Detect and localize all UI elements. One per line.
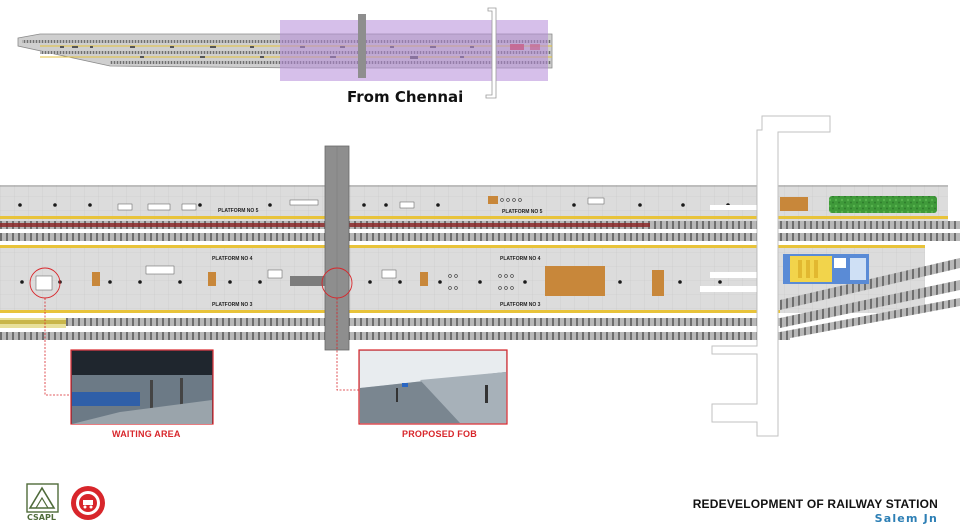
landscape-garden [829,196,937,213]
callout-waiting [29,267,214,425]
platform-label-3a: PLATFORM NO 3 [212,302,253,308]
drawing-title: REDEVELOPMENT OF RAILWAY STATION [692,497,938,511]
waiting-area-title: WAITING AREA [112,429,181,439]
key-plan [17,7,553,99]
key-plan-fob [358,14,366,78]
indian-railways-logo [71,486,105,520]
key-plan-building [485,7,497,99]
company-name: CSAPL [27,513,56,522]
entrance-canopy [711,115,831,437]
waiting-hall-block [545,266,605,296]
station-building [783,254,869,284]
platform-label-4b: PLATFORM NO 4 [500,256,541,262]
platform-columns [18,203,730,284]
callout-fob [321,267,508,425]
station-name: Salem Jn [874,512,938,525]
csapl-logo [26,483,59,513]
platform-kiosks [35,196,765,296]
right-kiosk [780,197,808,211]
escalator [290,276,330,286]
key-plan-highlight [280,20,548,81]
direction-label: From Chennai [347,88,464,106]
platform-label-4a: PLATFORM NO 4 [212,256,253,262]
platform-label-5b: PLATFORM NO 5 [502,209,543,215]
platform-label-5a: PLATFORM NO 5 [218,208,259,214]
proposed-fob-title: PROPOSED FOB [402,429,477,439]
platform-label-3b: PLATFORM NO 3 [500,302,541,308]
